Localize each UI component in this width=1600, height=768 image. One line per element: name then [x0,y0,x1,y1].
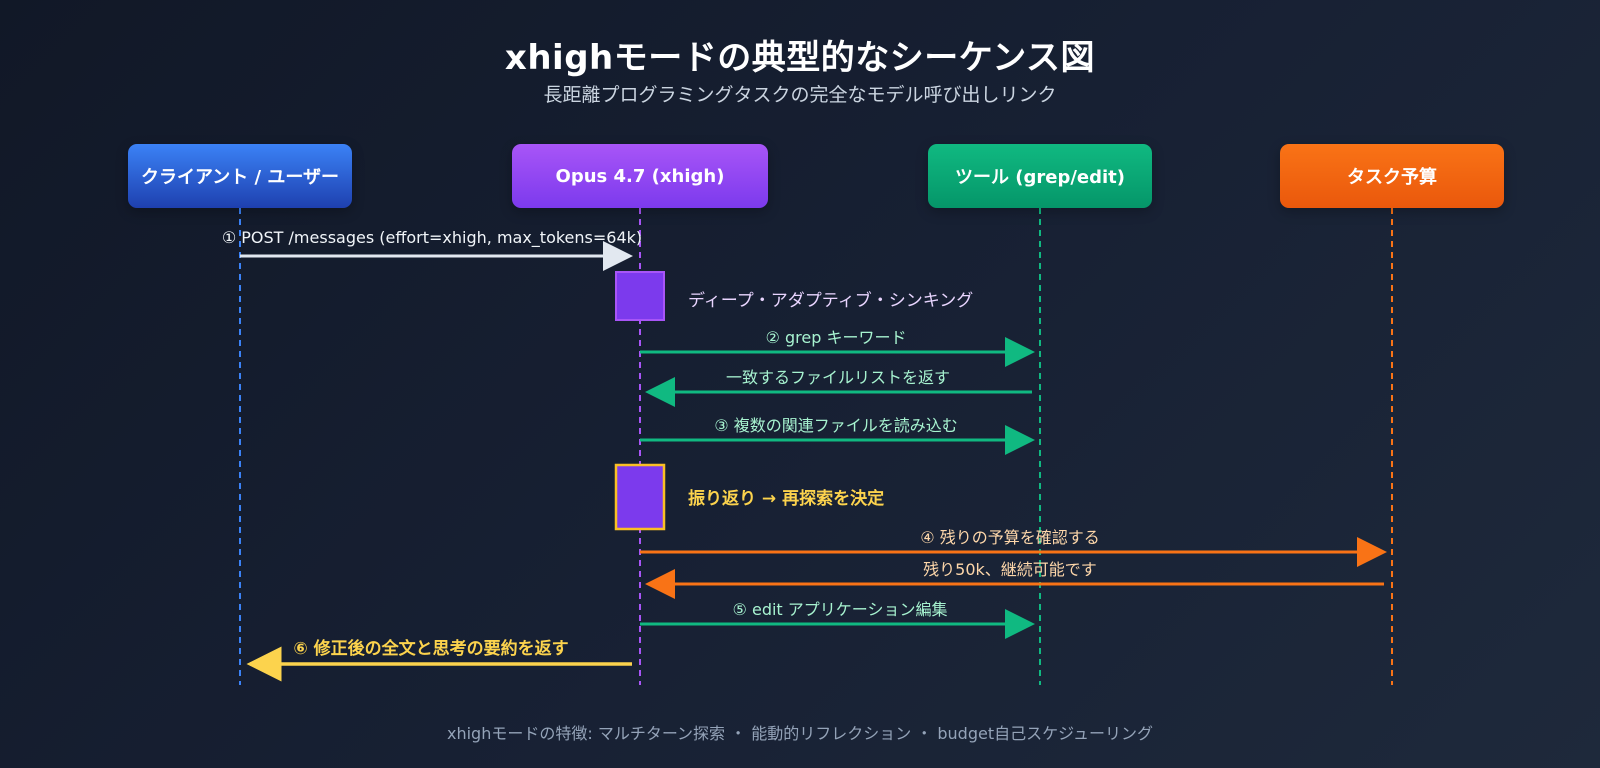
footer-caption: xhighモードの特徴: マルチターン探索 ・ 能動的リフレクション ・ bud… [447,724,1153,743]
message-label-1: ① POST /messages (effort=xhigh, max_toke… [221,228,643,247]
note-reflection: 振り返り → 再探索を決定 [688,489,885,509]
message-label-5: ⑤ edit アプリケーション編集 [732,600,948,619]
message-label-2-return: 一致するファイルリストを返す [725,368,951,387]
page-title: xhighモードの典型的なシーケンス図 [504,38,1096,78]
message-label-4: ④ 残りの予算を確認する [920,528,1100,547]
actor-client: クライアント / ユーザー [128,144,352,208]
note-deep-thinking: ディープ・アダプティブ・シンキング [688,291,974,311]
message-label-4-return: 残り50k、継続可能です [923,560,1097,579]
actor-budget: タスク予算 [1280,144,1504,208]
message-label-3: ③ 複数の関連ファイルを読み込む [714,416,958,435]
activation-deep-thinking [615,271,665,321]
actor-opus: Opus 4.7 (xhigh) [512,144,768,208]
message-label-6: ⑥ 修正後の全文と思考の要約を返す [293,639,569,659]
activation-reflection [614,463,666,531]
message-label-2: ② grep キーワード [765,328,907,347]
actor-tool: ツール (grep/edit) [928,144,1152,208]
page-subtitle: 長距離プログラミングタスクの完全なモデル呼び出しリンク [543,84,1057,106]
